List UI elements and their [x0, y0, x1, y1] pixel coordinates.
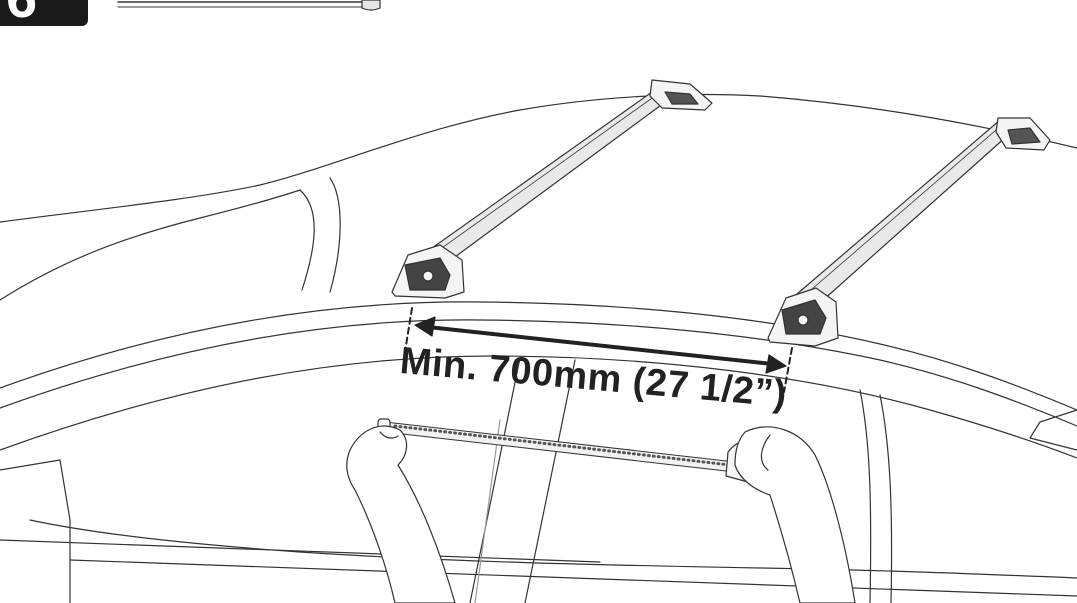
roof-rack-bar-icon — [391, 79, 713, 299]
dimension-arrow — [403, 307, 793, 393]
car-roof-icon — [0, 93, 1077, 603]
step-number: 6 — [6, 0, 37, 26]
tape-measure-icon — [117, 0, 381, 11]
hand-icon — [346, 425, 856, 603]
tape-measure-icon — [377, 418, 773, 483]
roof-rack-bar-icon — [767, 117, 1051, 347]
step-badge: 6 — [0, 0, 88, 26]
